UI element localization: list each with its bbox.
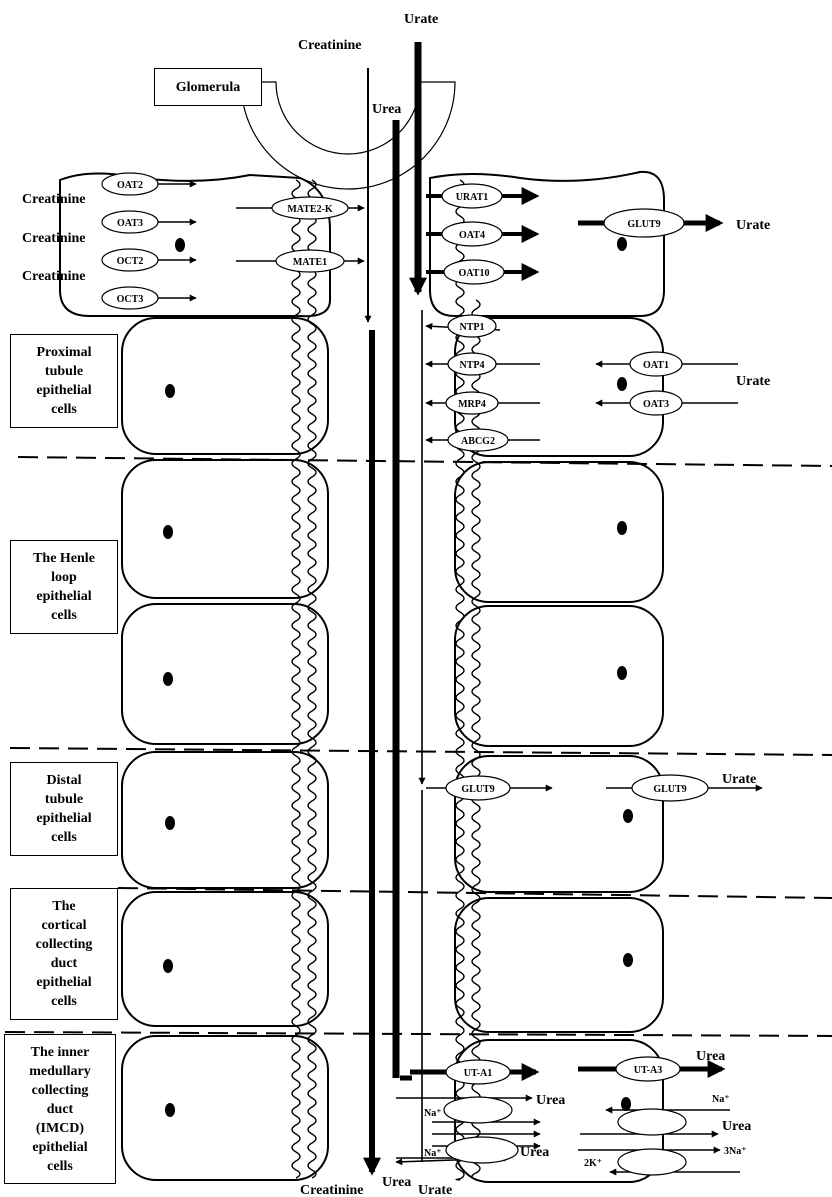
nucleus (163, 525, 173, 539)
abcg2-label: ABCG2 (461, 436, 495, 447)
microvilli (308, 180, 316, 1178)
glomerulus-shape (241, 82, 455, 189)
ntp1-label: NTP1 (460, 322, 485, 333)
imcd-label: The inner medullary collecting duct (IMC… (29, 1043, 90, 1176)
oat10-label: OAT10 (459, 268, 490, 279)
mate1-label: MATE1 (293, 257, 327, 268)
na3-label: 3Na⁺ (724, 1146, 747, 1157)
urate-top-label: Urate (404, 12, 438, 27)
oct2-label: OCT2 (117, 256, 144, 267)
nucleus (165, 816, 175, 830)
na-label-1: Na⁺ (424, 1108, 442, 1119)
glomerula-label: Glomerula (176, 78, 241, 97)
urea-right-label-1: Urea (696, 1049, 725, 1064)
k2-label: 2K⁺ (584, 1158, 602, 1169)
urate-right-label-2: Urate (736, 374, 770, 389)
nucleus (175, 238, 185, 252)
glut9-top-label: GLUT9 (627, 219, 660, 230)
glut9-distal-label: GLUT9 (461, 784, 494, 795)
basolateral-oval-1 (618, 1109, 686, 1135)
left-cell (122, 1036, 328, 1180)
creatinine-bottom-label: Creatinine (300, 1183, 364, 1197)
proximal-label: Proximal tubule epithelial cells (36, 343, 91, 419)
urea-top-label: Urea (372, 102, 401, 117)
uta3-label: UT-A3 (634, 1065, 663, 1076)
na-cotransporter-oval-2 (446, 1137, 518, 1163)
cortical-box: The cortical collecting duct epithelial … (10, 888, 118, 1020)
nucleus (165, 384, 175, 398)
oat3-left-label: OAT3 (117, 218, 143, 229)
nucleus (623, 809, 633, 823)
nucleus (621, 1097, 631, 1111)
urea-mid-label-2: Urea (520, 1145, 549, 1160)
nucleus (623, 953, 633, 967)
cortical-label: The cortical collecting duct epithelial … (36, 897, 93, 1011)
nucleus (163, 959, 173, 973)
nucleus (163, 672, 173, 686)
nucleus (617, 237, 627, 251)
na-cotransporter-oval-1 (444, 1097, 512, 1123)
henle-label: The Henle loop epithelial cells (33, 549, 95, 625)
right-cell (455, 898, 663, 1032)
na-right-label: Na⁺ (712, 1094, 730, 1105)
mate2k-label: MATE2-K (287, 204, 333, 215)
basolateral-oval-2 (618, 1149, 686, 1175)
creatinine-label-2: Creatinine (22, 231, 86, 246)
distal-label: Distal tubule epithelial cells (36, 771, 91, 847)
oat1-label: OAT1 (643, 360, 669, 371)
urate-bottom-label: Urate (418, 1183, 452, 1197)
left-cells (60, 173, 330, 1180)
section-dividers (5, 457, 832, 1036)
left-cell (122, 892, 328, 1026)
urat1-label: URAT1 (456, 192, 489, 203)
mrp4-label: MRP4 (458, 399, 486, 410)
glut9-distal-basolateral-label: GLUT9 (653, 784, 686, 795)
glomerula-box: Glomerula (154, 68, 262, 106)
nucleus (617, 377, 627, 391)
urea-right-label-2: Urea (722, 1119, 751, 1134)
right-cell (455, 606, 663, 746)
oct3-label: OCT3 (117, 294, 144, 305)
urea-mid-label-1: Urea (536, 1093, 565, 1108)
right-cell (455, 462, 663, 602)
ntp4-label: NTP4 (460, 360, 485, 371)
flow-lines (368, 42, 422, 1172)
urate-right-label-1: Urate (736, 218, 770, 233)
nucleus (617, 666, 627, 680)
creatinine-label-3: Creatinine (22, 269, 86, 284)
microvilli (292, 180, 300, 1178)
transporter-labels: OAT2 OAT3 OCT2 OCT3 MATE2-K MATE1 URAT1 … (117, 180, 687, 1079)
proximal-box: Proximal tubule epithelial cells (10, 334, 118, 428)
nucleus (165, 1103, 175, 1117)
uta1-label: UT-A1 (464, 1068, 493, 1079)
urate-right-label-3: Urate (722, 772, 756, 787)
imcd-box: The inner medullary collecting duct (IMC… (4, 1034, 116, 1184)
oat2-label: OAT2 (117, 180, 143, 191)
nucleus (617, 521, 627, 535)
left-cell (122, 752, 328, 888)
henle-box: The Henle loop epithelial cells (10, 540, 118, 634)
distal-box: Distal tubule epithelial cells (10, 762, 118, 856)
creatinine-top-label: Creatinine (298, 38, 362, 53)
creatinine-label-1: Creatinine (22, 192, 86, 207)
oat3-right-label: OAT3 (643, 399, 669, 410)
na-label-2: Na⁺ (424, 1148, 442, 1159)
oat4-label: OAT4 (459, 230, 485, 241)
left-top-cell (60, 173, 330, 316)
urea-bottom-label: Urea (382, 1175, 411, 1190)
